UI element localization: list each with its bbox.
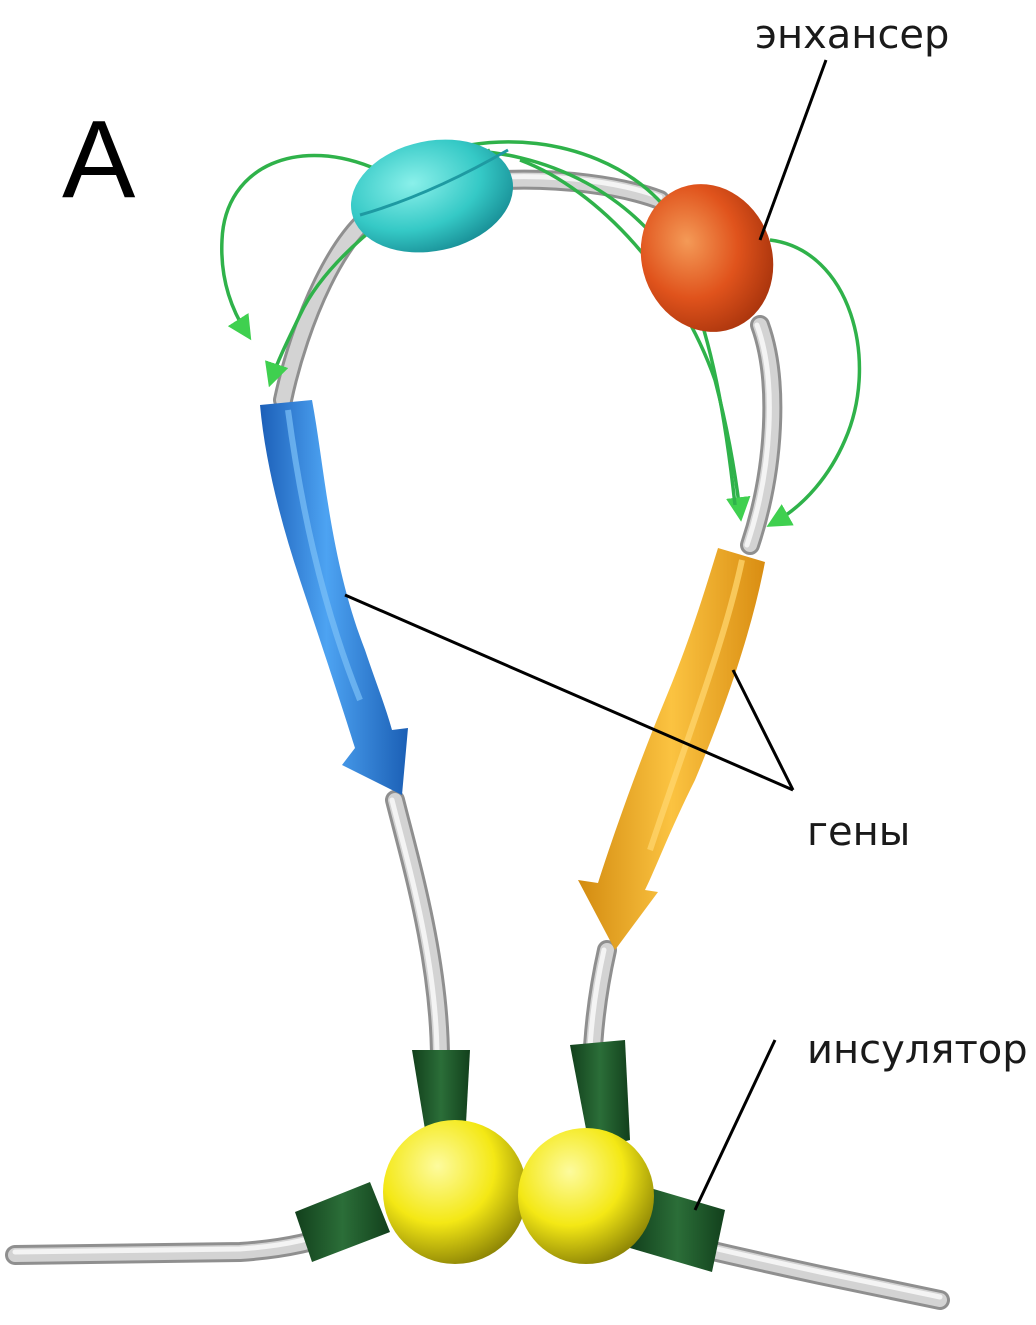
insulator-complex xyxy=(295,1040,725,1272)
insulator-label: инсулятор xyxy=(807,1027,1028,1073)
insulator-ball-right xyxy=(518,1128,654,1264)
enhancer-left xyxy=(340,125,523,267)
panel-letter: А xyxy=(62,98,136,221)
gene-right-arrow xyxy=(578,548,765,950)
insulator-ball-left xyxy=(383,1120,527,1264)
gene-left-arrow xyxy=(260,400,408,795)
activation-arrow-icon xyxy=(770,240,859,522)
genes-label: гены xyxy=(807,809,910,855)
enhancer-label: энхансер xyxy=(755,12,949,58)
